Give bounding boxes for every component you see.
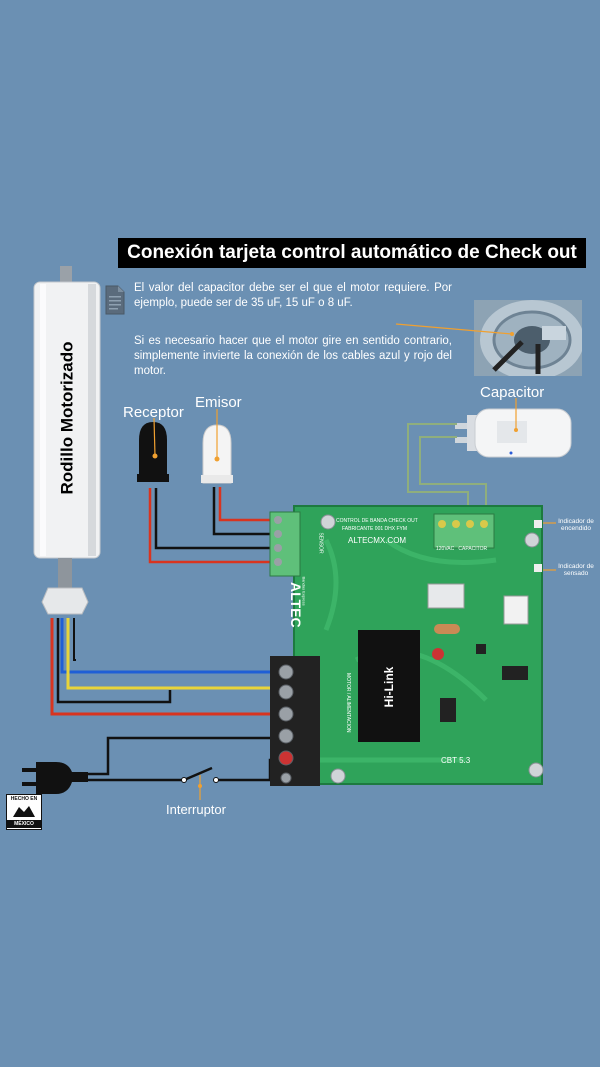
board-brand-sub: Bandas Express xyxy=(301,576,307,606)
capacitor-label: Capacitor xyxy=(480,384,545,401)
board-capacitor-pins: 120VAC CAPACITOR xyxy=(436,546,488,552)
interruptor-label: Interruptor xyxy=(166,802,226,817)
indicator-sensado-label: Indicador de sensado xyxy=(558,563,594,577)
board-version: CBT 5.3 xyxy=(441,756,471,765)
board-header-line2: FABRICANTE 001 DHX FYM xyxy=(342,526,408,532)
badge-line2: MÉXICO xyxy=(7,820,41,828)
control-board: CONTROL DE BANDA CHECK OUT FABRICANTE 00… xyxy=(266,500,550,790)
motorized-roller xyxy=(30,262,106,622)
board-website: ALTECMX.COM xyxy=(348,536,407,545)
capacitor-note: El valor del capacitor debe ser el que e… xyxy=(134,282,452,309)
power-module-label: Hi-Link xyxy=(382,666,396,708)
capacitor-component xyxy=(455,407,577,459)
board-header-line1: CONTROL DE BANDA CHECK OUT xyxy=(336,518,418,524)
emisor-sensor xyxy=(199,405,235,487)
page-title: Conexión tarjeta control automático de C… xyxy=(118,238,586,268)
mexico-eagle-icon xyxy=(13,806,35,817)
power-plug-icon xyxy=(22,760,90,796)
receptor-label: Receptor xyxy=(123,404,184,421)
document-icon xyxy=(104,285,126,320)
direction-note: Si es necesario hacer que el motor gire … xyxy=(134,335,452,377)
made-in-mexico-badge: HECHO EN MÉXICO xyxy=(6,794,42,830)
badge-line1: HECHO EN xyxy=(10,796,38,802)
capacitor-photo xyxy=(474,300,584,380)
board-sensor-label: SENSOR xyxy=(317,532,324,554)
emisor-label: Emisor xyxy=(195,394,242,411)
receptor-sensor xyxy=(135,416,171,488)
board-motor-label: MOTOR / ALIMENTACION xyxy=(345,673,351,733)
indicator-encendido-label: Indicador de encendido xyxy=(558,518,594,532)
